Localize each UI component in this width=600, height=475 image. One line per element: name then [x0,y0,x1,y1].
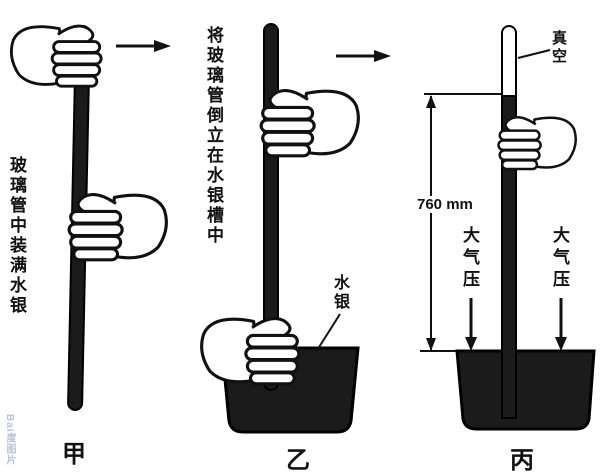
hand-holding-tube-top-icon [9,24,103,88]
vacuum-label-pointer-line [517,49,551,59]
panel-yi-drawing [200,23,391,434]
pressure-arrow-right-icon [555,298,567,351]
panel-jia-drawing [9,24,171,411]
hand-holding-tube-middle-icon [67,193,168,262]
label-vacuum: 真空 [550,30,567,66]
hand-steadying-tube-icon [259,89,360,158]
mercury-column [501,95,517,419]
label-atmospheric-pressure-right: 大气压 [550,226,569,292]
panel-bing-drawing [420,25,596,431]
hand-in-trough-icon [200,317,301,386]
dimension-line-760mm [426,95,436,351]
label-760mm: 760 mm [414,196,476,213]
step-arrow-2-icon [336,50,391,62]
label-mercury: 水银 [331,274,348,312]
watermark: Bai度图片 [4,414,15,466]
mercury-trough-bing [455,349,596,431]
hand-holding-tube-bing-icon [497,115,578,171]
caption-yi: 乙 [286,447,310,474]
label-tube-filled-with-mercury: 玻璃管中装满水银 [7,156,26,316]
mercury-label-pointer-line [315,313,341,353]
caption-bing: 丙 [510,447,534,474]
caption-jia: 甲 [62,441,86,468]
label-invert-tube-into-trough: 将玻璃管倒立在水银槽中 [204,26,223,246]
pressure-arrow-left-icon [465,298,477,351]
step-arrow-1-icon [116,40,171,52]
label-atmospheric-pressure-left: 大气压 [460,226,479,292]
